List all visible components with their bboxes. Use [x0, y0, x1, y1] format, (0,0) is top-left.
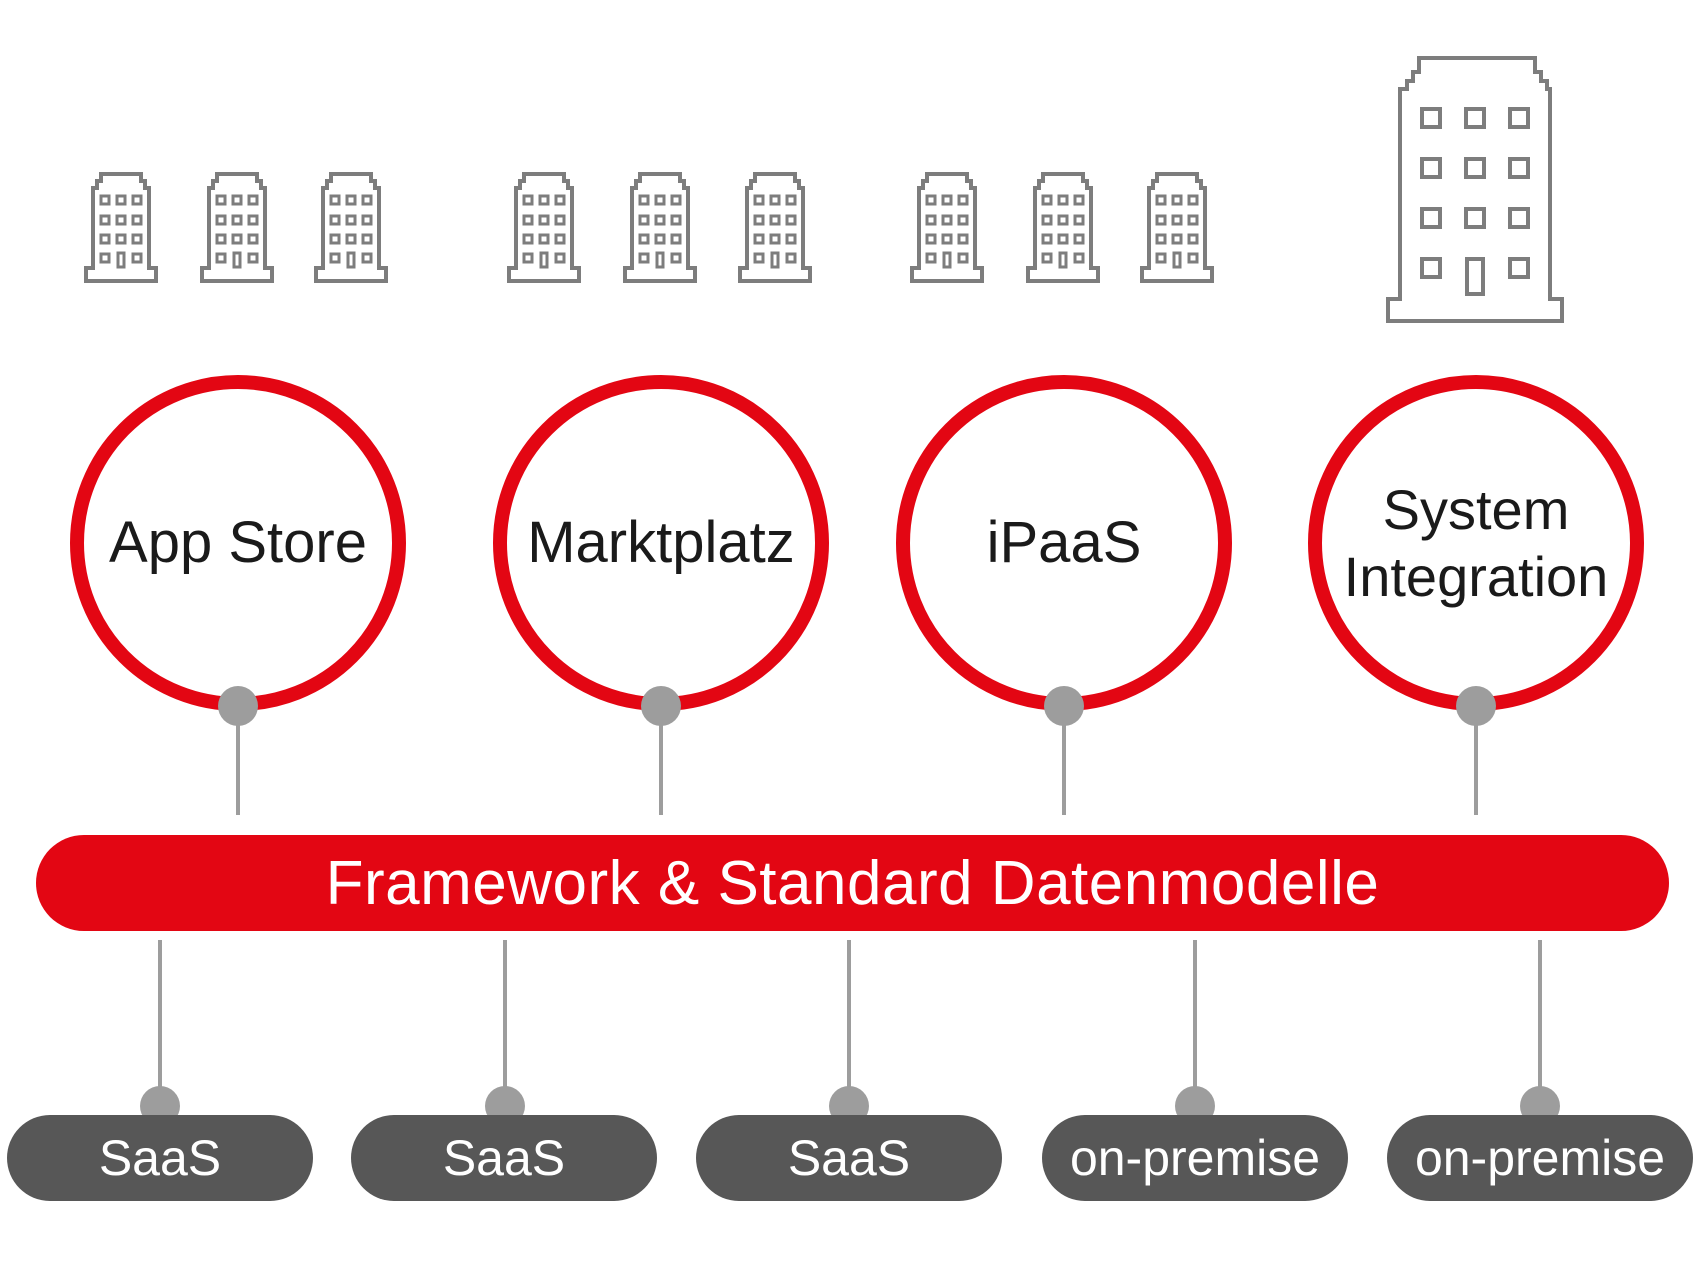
framework-bar-label: Framework & Standard Datenmodelle: [325, 848, 1380, 918]
connector-dot: [218, 686, 258, 726]
circle-app-store: App Store: [70, 375, 406, 711]
connector-line: [847, 940, 851, 1110]
pill-label: SaaS: [98, 1130, 222, 1186]
connector-line: [158, 940, 162, 1110]
connector-line: [1538, 940, 1542, 1110]
deployment-pill-saas-2: SaaS: [351, 1115, 657, 1201]
building-icon: [1139, 168, 1215, 284]
large-building-icon: [1385, 54, 1565, 324]
pill-label: on-premise: [1414, 1130, 1666, 1186]
building-icon: [199, 168, 275, 284]
circle-ipaas: iPaaS: [896, 375, 1232, 711]
deployment-pill-saas-1: SaaS: [7, 1115, 313, 1201]
pill-label: on-premise: [1069, 1130, 1321, 1186]
building-icon: [83, 168, 159, 284]
building-icon: [313, 168, 389, 284]
connector-line: [1062, 715, 1066, 815]
connector-line: [236, 715, 240, 815]
pill-label: SaaS: [787, 1130, 911, 1186]
connector-line: [1193, 940, 1197, 1110]
circle-label: System Integration: [1343, 477, 1609, 608]
connector-line: [1474, 715, 1478, 815]
framework-bar: Framework & Standard Datenmodelle: [36, 835, 1669, 931]
circle-system-integration: System Integration: [1308, 375, 1644, 711]
connector-line: [659, 715, 663, 815]
connector-line: [503, 940, 507, 1110]
deployment-pill-on-premise-1: on-premise: [1042, 1115, 1348, 1201]
deployment-pill-on-premise-2: on-premise: [1387, 1115, 1693, 1201]
pill-label: SaaS: [442, 1130, 566, 1186]
connector-dot: [1456, 686, 1496, 726]
circle-label: App Store: [109, 510, 367, 576]
building-icon: [909, 168, 985, 284]
building-icon: [622, 168, 698, 284]
connector-dot: [641, 686, 681, 726]
circle-label: Marktplatz: [527, 510, 795, 576]
circle-label: iPaaS: [986, 510, 1142, 576]
building-icon: [506, 168, 582, 284]
building-icon: [737, 168, 813, 284]
circle-marktplatz: Marktplatz: [493, 375, 829, 711]
deployment-pill-saas-3: SaaS: [696, 1115, 1002, 1201]
building-icon: [1025, 168, 1101, 284]
connector-dot: [1044, 686, 1084, 726]
